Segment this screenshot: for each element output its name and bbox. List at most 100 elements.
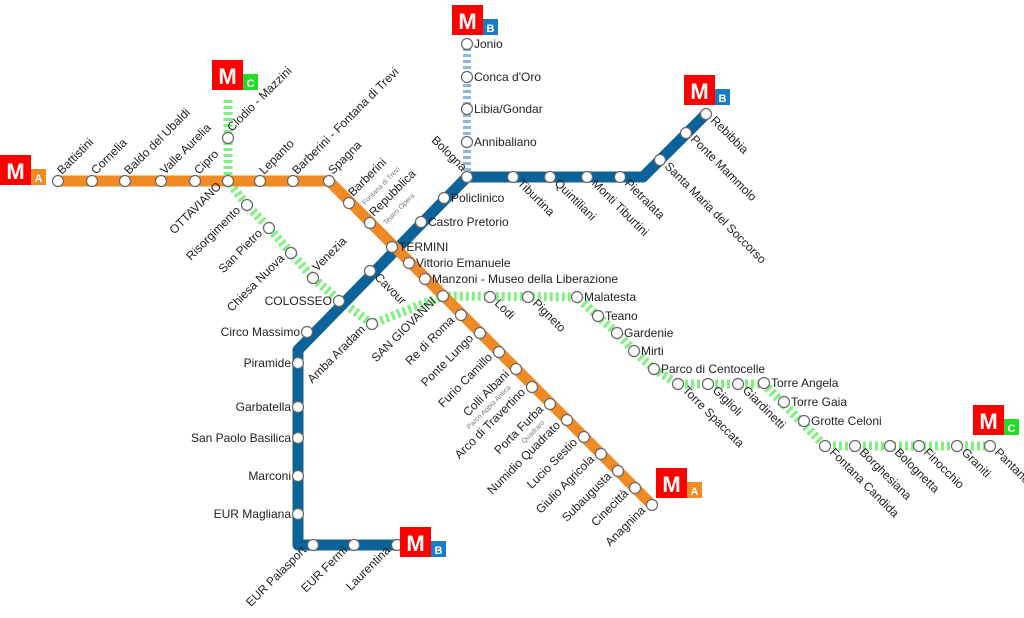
station-marker-a[interactable] (577, 430, 591, 444)
station-label: Vittorio Emanuele (416, 256, 511, 270)
station-label: Torre Angela (771, 376, 839, 390)
station-marker-a[interactable] (492, 345, 506, 359)
station-marker-b1[interactable] (460, 70, 474, 84)
station-label: Lepanto (256, 136, 297, 177)
station-label: Libia/Gondar (474, 102, 543, 116)
station-marker-b[interactable] (291, 431, 305, 445)
station-label: Battistini (54, 135, 96, 177)
station-marker-a[interactable] (221, 174, 235, 188)
station-marker-a[interactable] (363, 216, 377, 230)
station-marker-c[interactable] (240, 198, 254, 212)
station-marker-b[interactable] (347, 538, 361, 552)
station-marker-c[interactable] (591, 309, 605, 323)
station-marker-c[interactable] (818, 439, 832, 453)
station-marker-a[interactable] (154, 174, 168, 188)
station-marker-b[interactable] (291, 469, 305, 483)
station-marker-a[interactable] (402, 256, 416, 270)
station-marker-a[interactable] (525, 380, 539, 394)
station-label: Gardenie (624, 326, 674, 340)
station-marker-b[interactable] (580, 170, 594, 184)
station-label: Garbatella (236, 400, 292, 414)
station-marker-b1[interactable] (460, 102, 474, 116)
station-label: Piramide (244, 356, 292, 370)
station-marker-a[interactable] (645, 498, 659, 512)
station-marker-c[interactable] (262, 221, 276, 235)
station-marker-b[interactable] (543, 170, 557, 184)
station-marker-b[interactable] (300, 325, 314, 339)
station-marker-a[interactable] (322, 174, 336, 188)
line-letter: C (247, 78, 255, 90)
line-letter: B (719, 93, 727, 105)
station-marker-c[interactable] (306, 271, 320, 285)
station-marker-c[interactable] (570, 290, 584, 304)
station-marker-b[interactable] (306, 538, 320, 552)
station-marker-c[interactable] (883, 439, 897, 453)
station-marker-b[interactable] (679, 126, 693, 140)
station-marker-b[interactable] (291, 356, 305, 370)
station-marker-c[interactable] (365, 317, 379, 331)
station-marker-a[interactable] (342, 196, 356, 210)
station-marker-b1[interactable] (460, 135, 474, 149)
station-marker-c[interactable] (848, 439, 862, 453)
station-marker-c[interactable] (671, 377, 685, 391)
station-marker-a[interactable] (418, 272, 432, 286)
station-marker-c[interactable] (221, 131, 235, 145)
station-marker-a[interactable] (436, 289, 450, 303)
station-marker-b1[interactable] (460, 37, 474, 51)
station-marker-a[interactable] (118, 174, 132, 188)
station-label: Teano (605, 309, 638, 323)
station-marker-a[interactable] (628, 481, 642, 495)
station-marker-a[interactable] (594, 447, 608, 461)
station-marker-a[interactable] (454, 308, 468, 322)
station-marker-c[interactable] (797, 414, 811, 428)
station-marker-c[interactable] (610, 326, 624, 340)
station-marker-c[interactable] (284, 246, 298, 260)
station-marker-c[interactable] (731, 377, 745, 391)
station-label: Castro Pretorio (428, 215, 509, 229)
station-marker-b[interactable] (291, 400, 305, 414)
station-marker-a[interactable] (611, 464, 625, 478)
station-label: Pigneto (530, 296, 569, 335)
station-marker-c[interactable] (777, 395, 791, 409)
station-marker-a[interactable] (473, 326, 487, 340)
station-marker-a[interactable] (509, 362, 523, 376)
station-marker-c[interactable] (483, 290, 497, 304)
station-marker-b[interactable] (506, 170, 520, 184)
station-marker-c[interactable] (950, 439, 964, 453)
station-marker-c[interactable] (647, 362, 661, 376)
station-marker-a[interactable] (188, 174, 202, 188)
metro-m-icon: M (662, 472, 680, 497)
station-marker-c[interactable] (757, 376, 771, 390)
station-label: Venezia (309, 234, 349, 274)
station-marker-b[interactable] (414, 215, 428, 229)
station-marker-c[interactable] (521, 290, 535, 304)
station-marker-a[interactable] (543, 397, 557, 411)
station-marker-a[interactable] (286, 174, 300, 188)
station-marker-b[interactable] (332, 294, 346, 308)
station-marker-c[interactable] (983, 439, 997, 453)
station-marker-a[interactable] (85, 174, 99, 188)
station-marker-b[interactable] (437, 191, 451, 205)
metro-m-icon: M (458, 9, 476, 34)
station-label: Manzoni - Museo della Liberazione (432, 272, 618, 286)
station-label: Mirti (641, 344, 664, 358)
station-marker-b[interactable] (613, 170, 627, 184)
station-marker-b[interactable] (363, 264, 377, 278)
station-marker-c[interactable] (701, 377, 715, 391)
station-marker-a[interactable] (385, 240, 399, 254)
station-marker-a[interactable] (51, 174, 65, 188)
station-marker-c[interactable] (912, 439, 926, 453)
station-marker-a[interactable] (253, 174, 267, 188)
station-label: Santa Maria del Soccorso (662, 159, 769, 266)
station-marker-c[interactable] (627, 344, 641, 358)
station-marker-b[interactable] (699, 107, 713, 121)
station-marker-b[interactable] (653, 153, 667, 167)
station-marker-b[interactable] (460, 170, 474, 184)
station-marker-a[interactable] (560, 413, 574, 427)
station-marker-b[interactable] (291, 507, 305, 521)
line-letter: B (435, 545, 443, 557)
